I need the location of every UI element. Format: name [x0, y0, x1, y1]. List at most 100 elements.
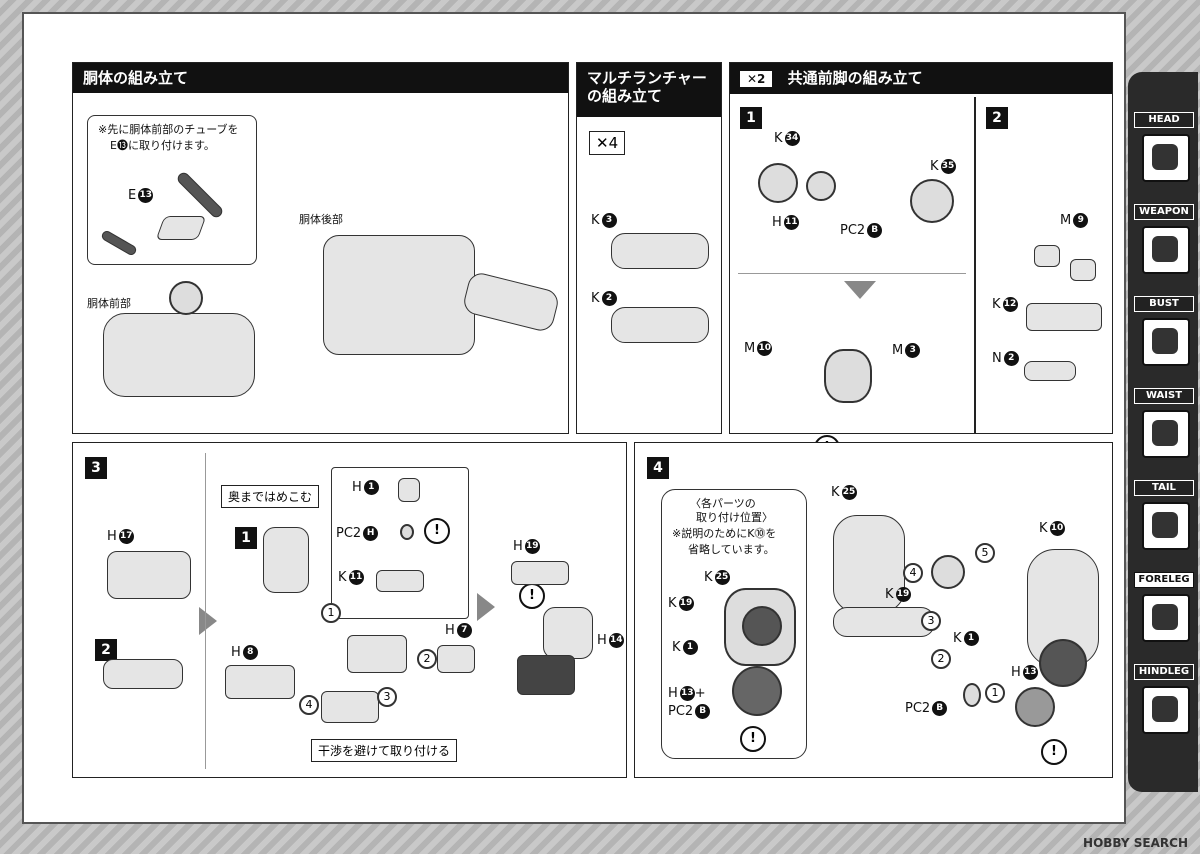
substep-number-2: 2: [95, 639, 117, 661]
part-number: 19: [678, 596, 694, 611]
ring-part: [931, 555, 965, 589]
sidebar-tab-tail[interactable]: TAIL: [1134, 480, 1194, 496]
sidebar-tab-thumbnail-bust[interactable]: [1142, 318, 1190, 366]
part-letter: K: [774, 131, 783, 146]
part-number: 11: [783, 215, 799, 230]
seq-number-1: 1: [985, 683, 1005, 703]
part-number: 14: [608, 633, 624, 648]
part-number: B: [695, 704, 711, 719]
part-number: 9: [1073, 213, 1089, 228]
part-number: B: [932, 701, 948, 716]
part-number: 12: [1002, 297, 1018, 312]
launcher-top-part: [611, 233, 709, 269]
part-number: 10: [1049, 521, 1065, 536]
joint-ring-part: [910, 179, 954, 223]
part-number: 1: [682, 640, 698, 655]
torso-tail-part: [461, 270, 561, 334]
part-number: 13: [1022, 665, 1038, 680]
sidebar-tab-thumbnail-hindleg[interactable]: [1142, 686, 1190, 734]
part-number: 13: [138, 188, 154, 203]
leg-assembly: [543, 607, 593, 659]
sidebar-tab-thumbnail-weapon[interactable]: [1142, 226, 1190, 274]
qty-badge: ✕4: [589, 131, 626, 155]
sidebar-tab-bust[interactable]: BUST: [1134, 296, 1194, 312]
label-torso-rear: 胴体後部: [299, 213, 343, 226]
part-number: 34: [784, 131, 800, 146]
part-letter: PC2: [336, 526, 362, 541]
divider: [974, 97, 976, 433]
joint-ring-part: [758, 163, 798, 203]
assembled-joint-part: [824, 349, 872, 403]
part-number: B: [867, 223, 883, 238]
part-letter: K: [338, 570, 347, 585]
seq-number-5: 5: [975, 543, 995, 563]
sidebar-tab-thumbnail-waist[interactable]: [1142, 410, 1190, 458]
panel-title-foreleg: 共通前脚の組み立て: [787, 69, 923, 87]
part-number: H: [363, 526, 379, 541]
wheel-part: [732, 666, 782, 716]
sidebar-tab-weapon[interactable]: WEAPON: [1134, 204, 1194, 220]
n2-part: [1024, 361, 1076, 381]
part-letter: K: [953, 631, 962, 646]
plus-sign: +: [694, 686, 706, 701]
seq-number-2: 2: [931, 649, 951, 669]
next-arrow: [477, 593, 495, 621]
sidebar-tab-thumbnail-head[interactable]: [1142, 134, 1190, 182]
label-torso-front: 胴体前部: [87, 297, 131, 310]
torso-front-dome: [169, 281, 203, 315]
h17-part: [107, 551, 191, 599]
part-letter: H: [445, 623, 455, 638]
step-number-4: 4: [647, 457, 669, 479]
qty-badge: ✕2: [740, 71, 773, 87]
part-number: 11: [348, 570, 364, 585]
divider: [205, 453, 206, 769]
callout-text-1: 〈各パーツの: [690, 497, 756, 510]
note-text-2: E⓭に取り付けます。: [110, 139, 215, 152]
sidebar-tab-head[interactable]: HEAD: [1134, 112, 1194, 128]
joint-part: [263, 527, 309, 593]
pc2h-part: [400, 524, 414, 540]
sidebar-tab-thumbnail-tail[interactable]: [1142, 502, 1190, 550]
tube-part: [175, 170, 225, 220]
m9-part: [1070, 259, 1096, 281]
part-number: 8: [242, 645, 258, 660]
h1-part: [398, 478, 420, 502]
sidebar-tab-thumbnail-foreleg[interactable]: [1142, 594, 1190, 642]
step-number-1: 1: [740, 107, 762, 129]
tube-part: [100, 229, 138, 257]
part-number: 1: [363, 480, 379, 495]
part-letter: K: [591, 291, 600, 306]
sidebar-tab-hindleg[interactable]: HINDLEG: [1134, 664, 1194, 680]
sidebar-tab-waist[interactable]: WAIST: [1134, 388, 1194, 404]
title-line-2: の組み立て: [587, 87, 663, 105]
sidebar-tab-foreleg[interactable]: FORELEG: [1134, 572, 1194, 588]
part-number: 7: [456, 623, 472, 638]
part-number: 10: [757, 341, 773, 356]
part-number: 17: [118, 529, 134, 544]
part-letter: H: [597, 633, 607, 648]
part-letter: K: [672, 640, 681, 655]
down-arrow: [844, 281, 876, 299]
